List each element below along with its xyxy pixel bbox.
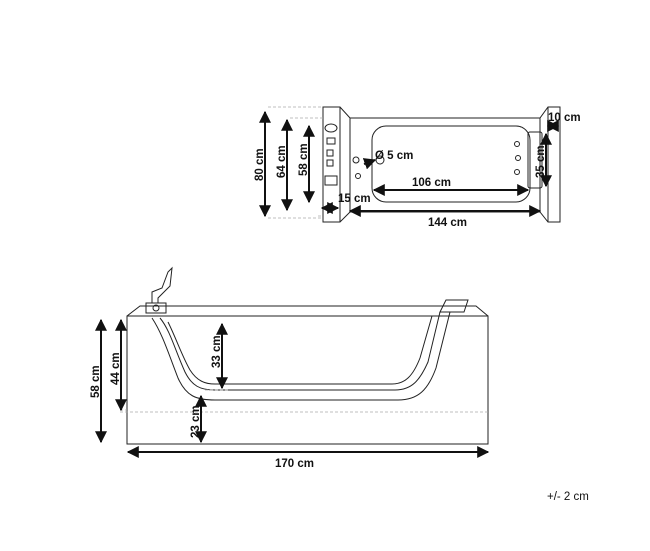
dim-80cm-label: 80 cm xyxy=(254,148,266,181)
top-view: 80 cm 64 cm 58 cm Ø 5 cm 106 cm 15 cm 14… xyxy=(254,106,581,229)
dim-58cm-side-label: 58 cm xyxy=(90,365,102,398)
dim-23cm-label: 23 cm xyxy=(190,405,202,438)
dim-44cm-label: 44 cm xyxy=(110,352,122,385)
dim-15cm-label: 15 cm xyxy=(338,193,371,205)
faucet-icon xyxy=(145,266,173,314)
tolerance-note: +/- 2 cm xyxy=(547,491,589,503)
dim-35cm-label: 35 cm xyxy=(535,145,547,178)
side-view: 58 cm 44 cm 33 cm 23 cm 170 cm xyxy=(90,266,490,470)
dim-170cm-label: 170 cm xyxy=(275,458,314,470)
side-view-tub-body xyxy=(126,315,489,445)
dim-58cm-top-label: 58 cm xyxy=(298,143,310,176)
dim-106cm-label: 106 cm xyxy=(412,177,451,189)
dim-64cm-label: 64 cm xyxy=(276,145,288,178)
dim-drain-label: Ø 5 cm xyxy=(375,150,413,162)
side-view-basin-profile xyxy=(159,311,441,391)
dim-10cm-label: 10 cm xyxy=(548,112,581,124)
dim-144cm-label: 144 cm xyxy=(428,217,467,229)
control-knob-icon xyxy=(324,123,338,133)
jet-icon xyxy=(352,156,360,164)
dim-33cm-label: 33 cm xyxy=(211,335,223,368)
